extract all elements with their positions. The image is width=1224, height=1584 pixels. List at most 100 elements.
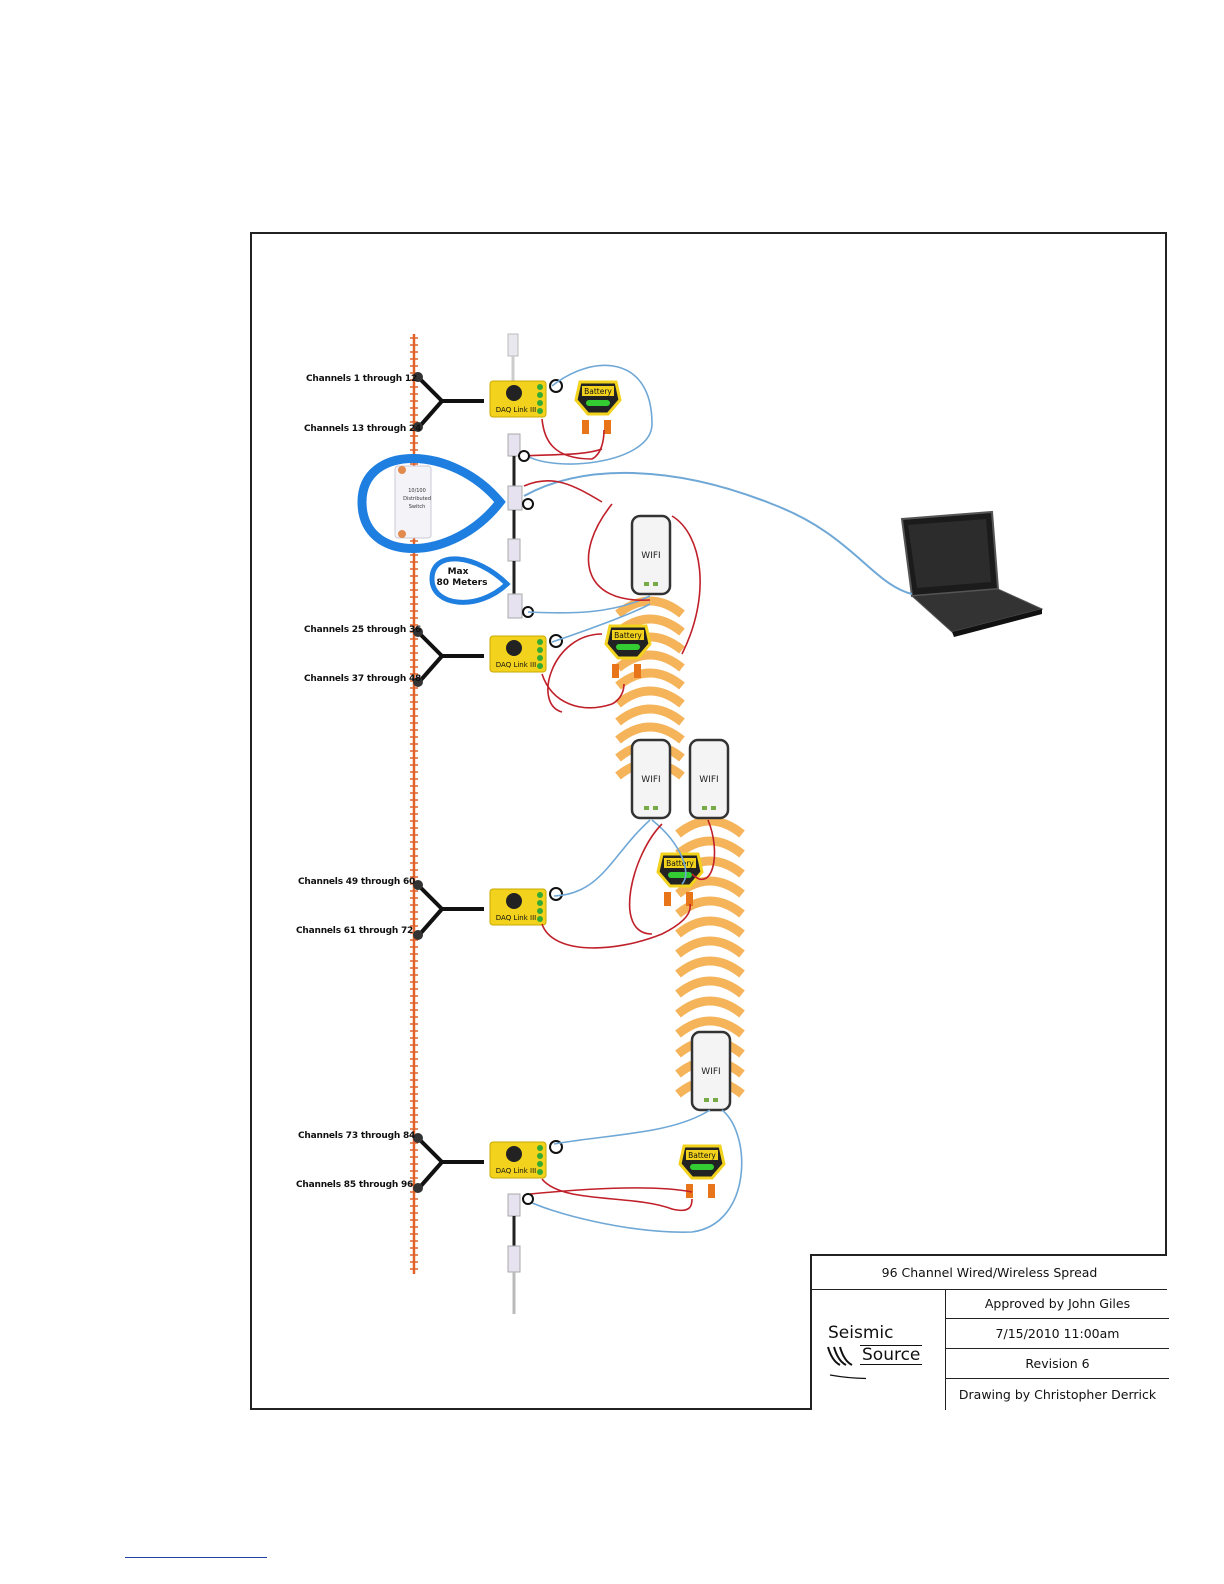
daq-link-unit: DAQ Link III bbox=[413, 880, 563, 940]
wifi-arc bbox=[675, 816, 745, 838]
wifi-arc bbox=[615, 650, 685, 672]
wifi-radio: WIFI bbox=[690, 1030, 732, 1112]
daq-led-icon bbox=[537, 392, 543, 398]
wifi-port-icon bbox=[713, 1098, 718, 1102]
battery-label-bg bbox=[582, 386, 614, 396]
wifi-label: WIFI bbox=[701, 1067, 720, 1077]
ethernet-port-icon bbox=[522, 498, 534, 510]
channel-label-2: Channels 13 through 24 bbox=[304, 424, 422, 434]
wifi-signal-arcs bbox=[615, 596, 745, 1098]
cable bbox=[651, 819, 687, 885]
wifi-arc bbox=[675, 1016, 745, 1038]
svg-text:10/100: 10/100 bbox=[408, 488, 426, 494]
battery-unit: Battery bbox=[574, 380, 622, 434]
wifi-arc bbox=[615, 704, 685, 726]
daq-led-icon bbox=[537, 916, 543, 922]
channel-label-6: Channels 61 through 72 bbox=[296, 926, 414, 936]
logo-waves-icon bbox=[827, 1346, 866, 1380]
splitter-cable bbox=[418, 885, 444, 911]
cable bbox=[523, 1109, 743, 1233]
battery-plug bbox=[686, 892, 693, 906]
wifi-arc bbox=[675, 976, 745, 998]
channel-label-8: Channels 85 through 96 bbox=[296, 1180, 414, 1190]
ethernet-port-icon bbox=[549, 1140, 563, 1154]
wifi-label: WIFI bbox=[699, 775, 718, 785]
daq-led-icon bbox=[537, 384, 543, 390]
switch-loop: 10/100 Distributed Switch bbox=[357, 454, 506, 553]
max-label-line1: Max bbox=[448, 567, 469, 577]
daq-led-icon bbox=[537, 400, 543, 406]
ethernet-port-icon bbox=[522, 1193, 534, 1205]
wifi-arc bbox=[675, 916, 745, 938]
wifi-arc bbox=[675, 996, 745, 1018]
connector-icon bbox=[413, 930, 423, 940]
wifi-arc bbox=[615, 596, 685, 618]
daq-label: DAQ Link III bbox=[496, 406, 536, 414]
cable bbox=[553, 819, 651, 897]
daq-led-icon bbox=[537, 655, 543, 661]
wifi-label: WIFI bbox=[641, 551, 660, 561]
daq-led-icon bbox=[537, 639, 543, 645]
daq-led-icon bbox=[537, 900, 543, 906]
daq-port-icon bbox=[506, 1146, 522, 1162]
battery-label: Battery bbox=[614, 631, 642, 640]
ethernet-port-icon bbox=[518, 450, 530, 462]
revision: Revision 6 bbox=[946, 1349, 1169, 1379]
daq-led-icon bbox=[537, 663, 543, 669]
daq-label: DAQ Link III bbox=[496, 1167, 536, 1175]
daq-label: DAQ Link III bbox=[496, 661, 536, 669]
wifi-port-icon bbox=[702, 806, 707, 810]
daq-led-icon bbox=[537, 1145, 543, 1151]
daq-link-unit: DAQ Link III bbox=[413, 372, 563, 432]
battery-gauge bbox=[690, 1164, 714, 1170]
cable bbox=[523, 364, 653, 465]
battery-plug bbox=[582, 420, 589, 434]
cable bbox=[541, 903, 691, 949]
channel-label-7: Channels 73 through 84 bbox=[298, 1131, 416, 1141]
seismic-source-logo: Seismic Source bbox=[812, 1289, 946, 1410]
daq-led-icon bbox=[537, 1153, 543, 1159]
daq-led-icon bbox=[537, 1161, 543, 1167]
cable bbox=[691, 819, 716, 881]
wifi-body bbox=[630, 738, 672, 820]
wifi-arc bbox=[615, 722, 685, 744]
cable bbox=[541, 418, 605, 460]
channel-label-4: Channels 37 through 48 bbox=[304, 674, 422, 684]
wifi-port-icon bbox=[704, 1098, 709, 1102]
wifi-port-icon bbox=[644, 582, 649, 586]
daq-led-icon bbox=[537, 408, 543, 414]
battery-plug bbox=[708, 1184, 715, 1198]
logo-text-top: Seismic bbox=[828, 1323, 894, 1343]
daq-led-icon bbox=[537, 892, 543, 898]
battery-gauge bbox=[668, 872, 692, 878]
wifi-arc bbox=[675, 836, 745, 858]
laptop-icon bbox=[900, 510, 1044, 637]
wifi-radio: WIFI bbox=[630, 514, 672, 596]
network-diagram: 10/100 Distributed Switch Max 80 Meters … bbox=[357, 333, 1044, 1314]
wifi-arc bbox=[675, 896, 745, 918]
splitter-cable bbox=[418, 1160, 444, 1189]
battery-gauge bbox=[586, 400, 610, 406]
connector-icon bbox=[413, 627, 423, 637]
svg-text:Distributed: Distributed bbox=[403, 496, 431, 502]
cable bbox=[529, 1186, 693, 1195]
cable bbox=[541, 673, 625, 709]
battery-plug bbox=[604, 420, 611, 434]
battery-plug bbox=[634, 664, 641, 678]
wifi-port-icon bbox=[711, 806, 716, 810]
daq-link-unit: DAQ Link III bbox=[413, 627, 563, 687]
channel-label-5: Channels 49 through 60 bbox=[298, 877, 416, 887]
daq-led-icon bbox=[537, 908, 543, 914]
cable bbox=[587, 503, 651, 601]
battery-gauge bbox=[616, 644, 640, 650]
daq-link-unit: DAQ Link III bbox=[413, 1133, 563, 1193]
daq-port-icon bbox=[506, 385, 522, 401]
splitter-cable bbox=[418, 654, 444, 683]
ethernet-port-icon bbox=[549, 379, 563, 393]
splitter-cable bbox=[418, 907, 444, 936]
wifi-port-icon bbox=[644, 806, 649, 810]
title-block: 96 Channel Wired/Wireless Spread Seismic… bbox=[810, 1254, 1169, 1410]
cable bbox=[547, 633, 603, 713]
daq-led-icon bbox=[537, 1169, 543, 1175]
daq-label: DAQ Link III bbox=[496, 914, 536, 922]
